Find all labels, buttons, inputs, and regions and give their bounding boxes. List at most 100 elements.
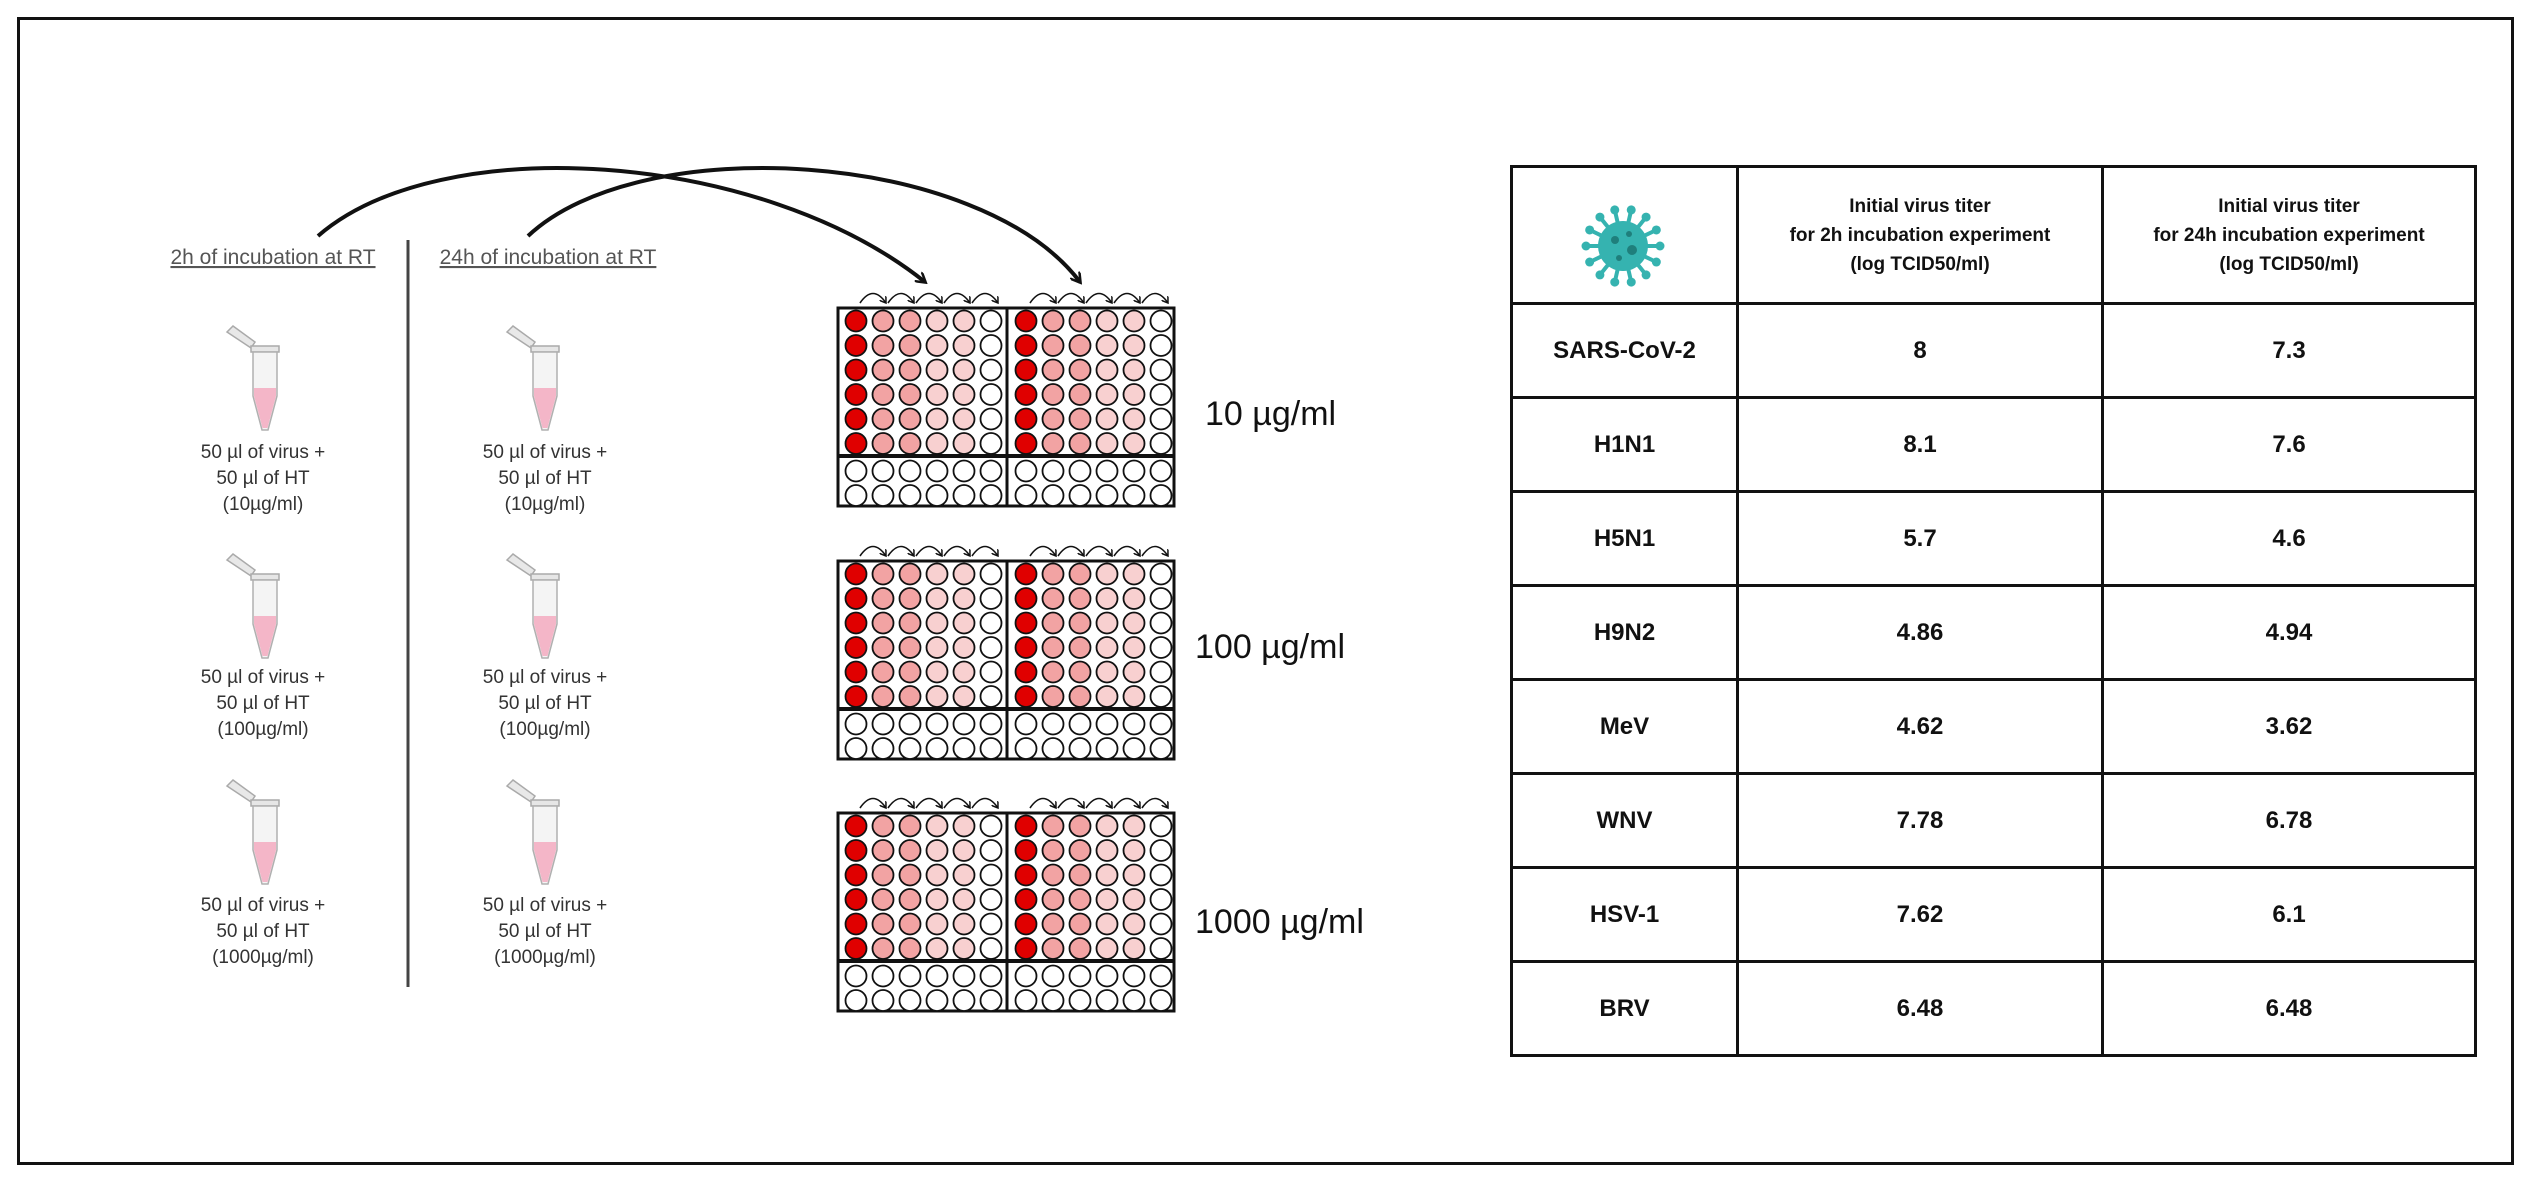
plate-well <box>1149 937 1173 960</box>
plate-well <box>844 358 868 382</box>
tube-2h-3 <box>225 779 280 885</box>
dilution-arrow <box>1057 545 1084 557</box>
plate-well <box>925 737 949 760</box>
plate-well <box>871 737 895 760</box>
dilution-arrow <box>915 545 942 557</box>
plate-well <box>844 459 868 483</box>
plate-well <box>1122 964 1146 988</box>
plate-well <box>1095 937 1119 960</box>
plate-well <box>1041 334 1065 357</box>
plate-well <box>1149 562 1173 586</box>
plate-well <box>1068 937 1092 960</box>
plate-well <box>952 737 976 760</box>
plate-well <box>952 309 976 333</box>
dilution-arrow <box>1029 545 1056 557</box>
plate-well <box>1122 863 1146 887</box>
plate-well <box>898 937 922 960</box>
titer-2h-cell: 4.62 <box>1736 678 2104 775</box>
plate-well <box>871 660 895 684</box>
titer-2h-cell: 4.86 <box>1736 584 2104 681</box>
plate-well <box>1014 407 1038 431</box>
plate-well <box>1068 562 1092 586</box>
dilution-arrow <box>887 545 914 557</box>
tube-2h-1 <box>225 325 280 431</box>
plate-well <box>979 383 1003 406</box>
plate-well <box>1095 660 1119 684</box>
plate-well <box>1095 863 1119 887</box>
plate-well <box>1014 814 1038 838</box>
plate-well <box>1041 383 1065 406</box>
plate-well <box>1122 660 1146 684</box>
plate-well <box>844 989 868 1012</box>
plate-well <box>952 383 976 406</box>
plate-well <box>979 636 1003 659</box>
tube-group: 50 µl of virus +50 µl of HT(10µg/ml)50 µ… <box>201 325 607 968</box>
plate-well <box>1095 989 1119 1012</box>
plate-well <box>844 937 868 960</box>
dilution-arrow <box>1141 545 1168 557</box>
plate-well <box>844 562 868 586</box>
dilution-arrow <box>1057 292 1084 304</box>
dilution-arrow <box>859 545 886 557</box>
plate-well <box>1149 685 1173 708</box>
plate-well <box>1122 407 1146 431</box>
plate-well <box>871 636 895 659</box>
plate-well <box>925 863 949 887</box>
plate-well <box>871 562 895 586</box>
plate-well <box>1122 484 1146 507</box>
plate-well <box>871 863 895 887</box>
plate-well <box>1095 636 1119 659</box>
plate-well <box>898 737 922 760</box>
plate-well <box>844 660 868 684</box>
plate-well <box>1149 459 1173 483</box>
header-2h-incubation: 2h of incubation at RT <box>170 246 375 269</box>
plate-well <box>1041 737 1065 760</box>
plate-well <box>1014 912 1038 936</box>
plate-well <box>1095 587 1119 610</box>
dilution-arrow <box>887 797 914 809</box>
plate-well <box>1122 334 1146 357</box>
plate-well <box>898 358 922 382</box>
plate-well <box>952 358 976 382</box>
plate-well <box>925 459 949 483</box>
plate-well <box>1095 964 1119 988</box>
plate-well <box>1122 814 1146 838</box>
plate-well <box>1149 912 1173 936</box>
plate-well <box>1041 459 1065 483</box>
plate-well <box>1149 888 1173 911</box>
plate-well <box>1014 484 1038 507</box>
plate-well <box>1041 814 1065 838</box>
plate-well <box>925 964 949 988</box>
plate-well <box>1014 712 1038 736</box>
plate-well <box>1122 888 1146 911</box>
plate-well <box>925 358 949 382</box>
plate-well <box>952 964 976 988</box>
plate-well <box>1122 358 1146 382</box>
titer-table: Initial virus titer for 2h incubation ex… <box>1510 165 2477 1057</box>
plate-well <box>1068 989 1092 1012</box>
plate-well <box>1014 562 1038 586</box>
plate-well <box>1041 964 1065 988</box>
plate-well <box>925 611 949 635</box>
titer-24h-cell: 7.3 <box>2101 302 2477 399</box>
plate-well <box>898 685 922 708</box>
plate-well <box>952 839 976 862</box>
plate-well <box>898 660 922 684</box>
plate-well <box>1068 407 1092 431</box>
plate-well <box>952 937 976 960</box>
plate-well <box>1068 611 1092 635</box>
plate-well <box>844 839 868 862</box>
plate-well <box>1014 459 1038 483</box>
plate-well <box>871 484 895 507</box>
plate-well <box>898 814 922 838</box>
plate-well <box>1122 611 1146 635</box>
plate-well <box>1095 685 1119 708</box>
plate-well <box>952 814 976 838</box>
plate-well <box>898 484 922 507</box>
plate-well <box>925 334 949 357</box>
plate-well <box>1041 863 1065 887</box>
plate-well <box>952 912 976 936</box>
plate-well <box>871 611 895 635</box>
